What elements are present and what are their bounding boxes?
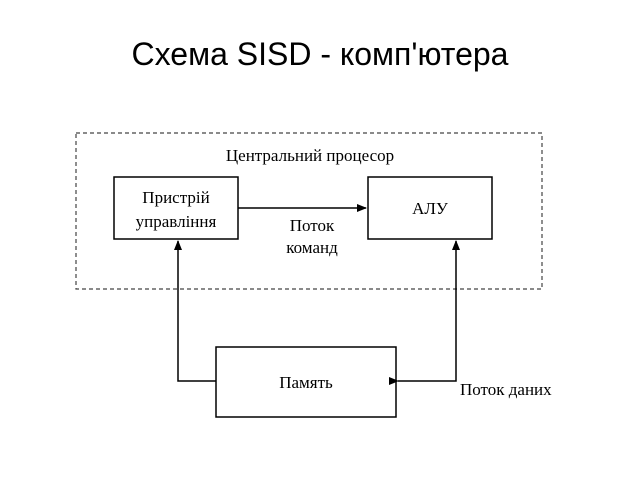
memory-label: Память	[279, 373, 333, 392]
memory-to-control-arrow	[174, 240, 216, 382]
cpu-label: Центральний процесор	[226, 146, 394, 165]
alu-label: АЛУ	[412, 199, 449, 218]
control-unit-label-line2: управління	[136, 212, 217, 231]
command-flow-label-line2: команд	[286, 238, 338, 257]
command-flow-label-line1: Поток	[290, 216, 335, 235]
slide-title: Схема SISD - комп'ютера	[131, 36, 509, 72]
memory-box	[215, 346, 397, 418]
control-unit-box	[113, 176, 239, 240]
alu-box	[367, 176, 493, 240]
data-flow-label: Поток даних	[460, 380, 552, 399]
data-flow-arrow	[389, 240, 460, 385]
control-unit-label-line1: Пристрій	[142, 188, 209, 207]
cpu-boundary	[75, 132, 543, 290]
